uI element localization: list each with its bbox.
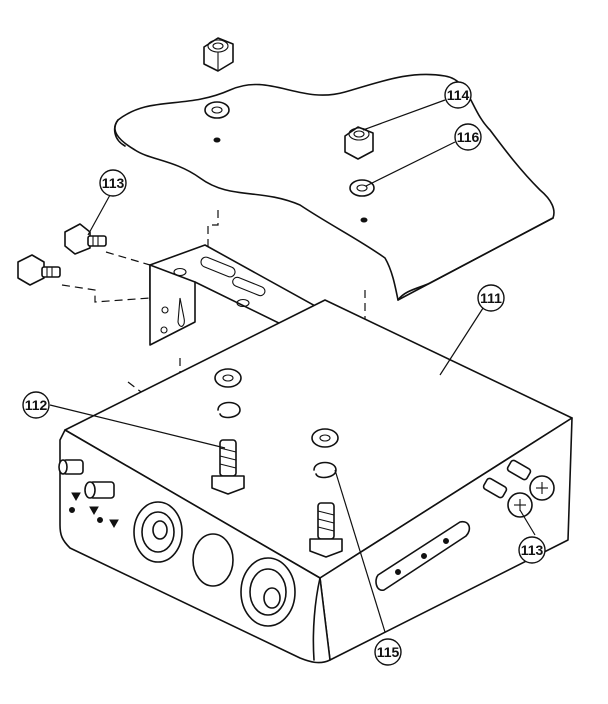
callout-112: 112 [22,391,50,419]
callout-115: 115 [374,638,402,666]
callout-116: 116 [454,123,482,151]
callout-113-upper: 113 [99,169,127,197]
callout-114: 114 [444,81,472,109]
washer-right [311,428,339,448]
side-screw-upper-right [506,459,555,501]
svg-text:113: 113 [102,175,125,191]
leader-lines [49,99,536,633]
hole-marker [360,217,368,223]
upper-right-nut [344,126,374,160]
front-jacks [58,459,119,529]
callout-111: 111 [477,284,505,312]
upper-right-washer [349,179,375,197]
hole-marker [213,137,221,143]
svg-text:111: 111 [480,290,502,306]
svg-text:116: 116 [457,129,480,145]
bolt-left [211,439,245,495]
washer-left [214,368,242,388]
svg-text:113: 113 [521,542,544,558]
svg-text:115: 115 [377,644,400,660]
upper-left-washer [204,101,230,119]
mounting-surface [113,73,555,301]
side-screw-upper-left [64,223,107,255]
svg-text:114: 114 [447,87,470,103]
lock-washer-right [313,461,337,479]
callout-113-lower: 113 [518,536,546,564]
side-screw-lower-right [482,477,533,518]
side-screw-lower-left [17,254,61,286]
svg-text:112: 112 [25,397,48,413]
bolt-right [309,502,343,558]
lock-washer-left [217,401,241,419]
upper-left-nut [203,37,234,72]
